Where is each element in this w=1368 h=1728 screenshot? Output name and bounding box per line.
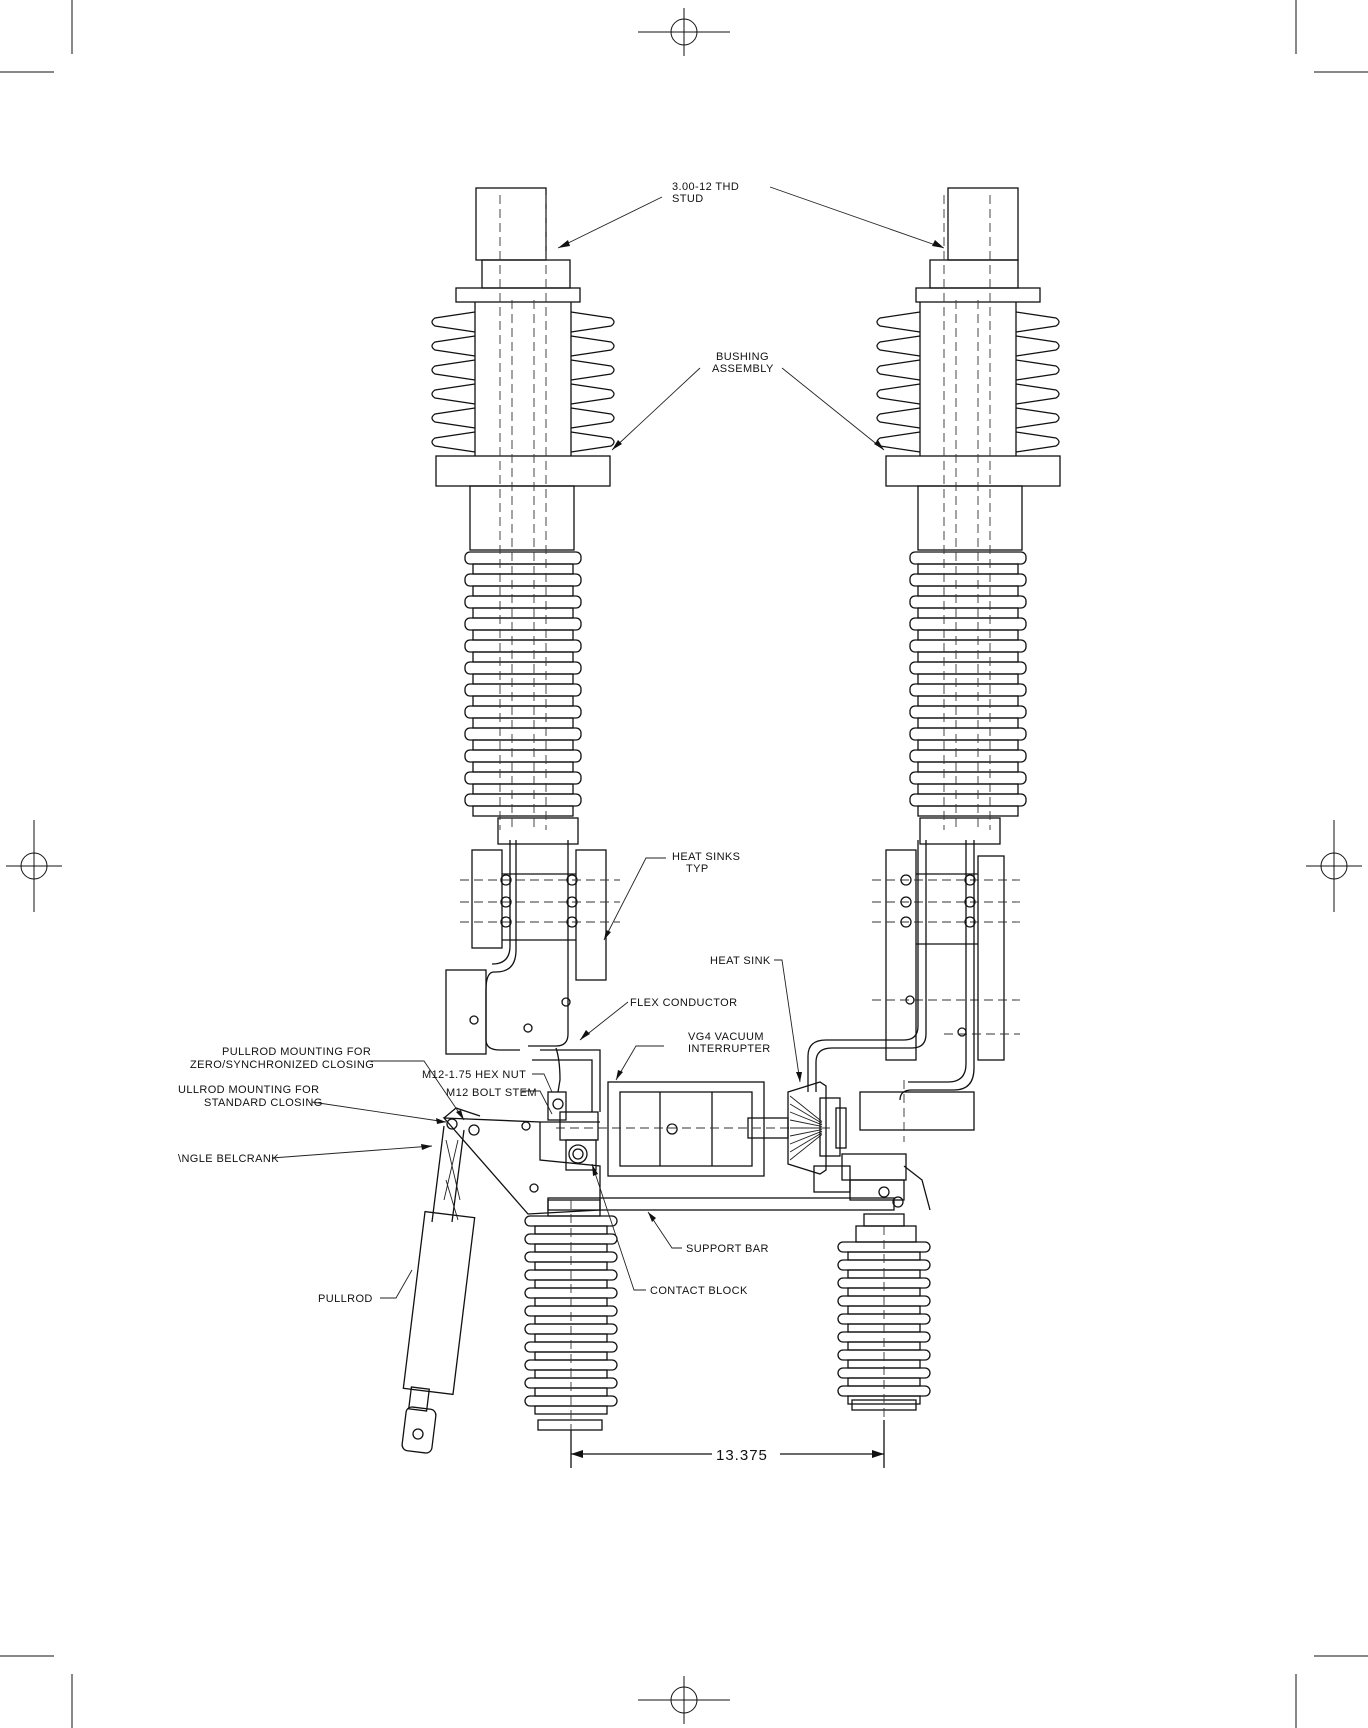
label-bolt-stem: M12 BOLT STEM: [446, 1087, 537, 1099]
label-pullrod-std-2: STANDARD CLOSING: [204, 1097, 323, 1109]
label-pullrod: PULLROD: [318, 1293, 373, 1305]
right-bushing: [877, 188, 1060, 844]
registration-mark-top: [638, 8, 730, 56]
registration-mark-right: [1306, 820, 1362, 912]
label-pullrod-std-1: ULLROD MOUNTING FOR: [178, 1084, 319, 1096]
label-heat-sinks-1: HEAT SINKS: [672, 851, 740, 863]
support-bar: [548, 1154, 930, 1226]
callout-labels: 3.00-12 THD STUD BUSHING ASSEMBLY HEAT S…: [178, 181, 774, 1305]
dimension-13375: 13.375: [571, 1420, 884, 1468]
pullrod-assembly: [401, 1126, 474, 1454]
label-vg4-1: VG4 VACUUM: [688, 1031, 764, 1043]
registration-mark-bottom: [638, 1676, 730, 1724]
label-contact-block: CONTACT BLOCK: [650, 1285, 748, 1297]
label-belcrank: \NGLE BELCRANK: [178, 1153, 279, 1165]
label-heat-sinks-2: TYP: [686, 863, 709, 875]
dimension-value: 13.375: [716, 1447, 768, 1464]
label-vg4-2: INTERRUPTER: [688, 1043, 771, 1055]
lower-right-insulator: [838, 1226, 930, 1424]
label-bushing-2: ASSEMBLY: [712, 363, 774, 375]
vacuum-interrupter: [556, 1082, 830, 1176]
label-pullrod-zero-2: ZERO/SYNCHRONIZED CLOSING: [190, 1059, 374, 1071]
label-heat-sink: HEAT SINK: [710, 955, 771, 967]
heat-sink-fins: [788, 1082, 846, 1174]
label-pullrod-zero-1: PULLROD MOUNTING FOR: [222, 1046, 371, 1058]
contact-block-assembly: [532, 1048, 600, 1170]
lower-left-insulator: [525, 1200, 617, 1440]
registration-mark-left: [6, 820, 62, 912]
left-bushing: [432, 188, 614, 844]
label-stud-2: STUD: [672, 193, 704, 205]
label-stud-1: 3.00-12 THD: [672, 181, 739, 193]
left-heat-sinks: [446, 840, 620, 1054]
label-bushing-1: BUSHING: [716, 351, 769, 363]
right-heat-sinks: [808, 840, 1020, 1142]
label-flex-conductor: FLEX CONDUCTOR: [630, 997, 737, 1009]
label-support-bar: SUPPORT BAR: [686, 1243, 769, 1255]
label-hex-nut: M12-1.75 HEX NUT: [422, 1069, 526, 1081]
